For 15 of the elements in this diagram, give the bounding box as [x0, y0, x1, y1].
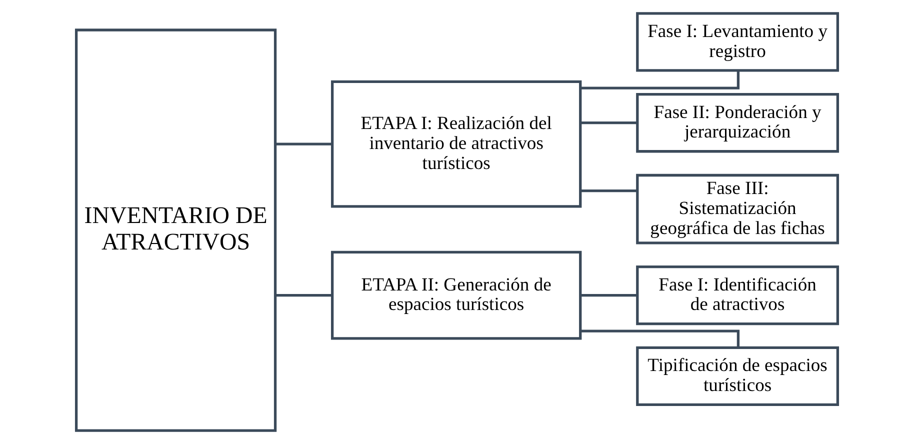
connector: [580, 70, 740, 90]
connector: [275, 294, 332, 297]
connector: [580, 190, 638, 192]
node-box: Fase I: Levantamiento y registro: [636, 12, 840, 72]
node-box: ETAPA I: Realización del inventario de atractivos turísticos: [330, 80, 582, 208]
node-box: INVENTARIO DE ATRACTIVOS: [74, 28, 277, 432]
node-box: Fase III: Sistematización geográfica de las fichas: [636, 174, 840, 244]
connector: [580, 122, 638, 124]
connector: [580, 330, 740, 348]
node-box: ETAPA II: Generación de espacios turísticos: [330, 250, 582, 340]
connector: [275, 142, 332, 146]
node-box: Fase II: Ponderación y jerarquización: [636, 93, 840, 153]
node-box: Tipificación de espacios turísticos: [636, 346, 840, 406]
node-box: Fase I: Identificación de atractivos: [636, 265, 840, 326]
connector: [580, 294, 638, 297]
